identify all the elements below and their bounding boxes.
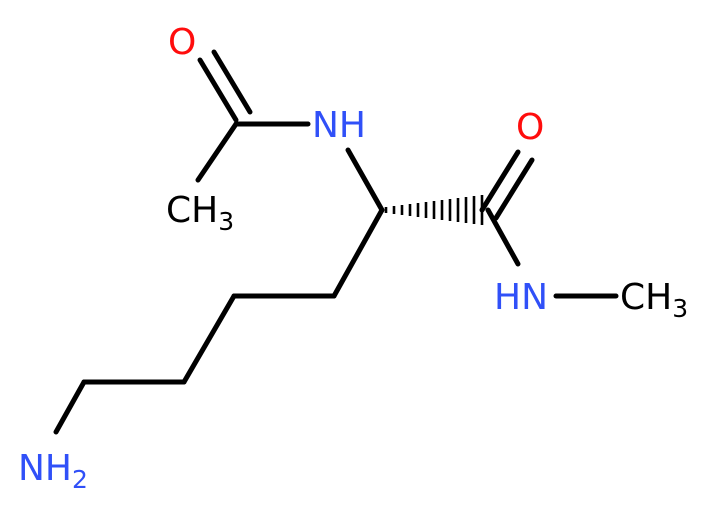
atom-n-methyl: CH3 [620,277,688,323]
bond-carbonyl-co-double-b [493,157,535,221]
atom-terminal-amine: NH2 [18,448,88,494]
atom-acetyl-methyl-subscript: 3 [218,207,234,236]
atom-labels: O CH3 NH O HN CH3 NH2 [18,22,688,494]
bond-acetyl-ch3 [195,121,239,183]
bond-acetyl-co-double-b [211,49,253,115]
bond-alpha-c1 [331,207,385,299]
atom-n-methyl-subscript: 3 [672,294,688,323]
atom-terminal-amine-symbol: NH [18,448,72,489]
stereo-hashed-wedge [384,195,484,225]
bond-c4-nh2 [53,379,87,435]
atom-carbonyl-oxygen: O [516,107,544,148]
atom-acetyl-methyl-symbol: CH [166,190,218,231]
bond-acetyl-co-double-a [197,57,239,123]
bond-carbonyl-co-double-a [479,149,521,213]
bonds [53,49,619,435]
bond-nh-alpha [345,147,385,213]
atom-amide-nitrogen: NH [312,105,366,146]
bond-carbonyl-hn [485,207,521,267]
atom-acetyl-methyl: CH3 [166,190,234,236]
atom-methylamide-nitrogen: HN [494,277,548,318]
atom-acetyl-oxygen: O [168,22,196,63]
bond-c2-c3 [181,293,237,385]
atom-n-methyl-symbol: CH [620,277,672,318]
atom-terminal-amine-subscript: 2 [72,465,88,494]
